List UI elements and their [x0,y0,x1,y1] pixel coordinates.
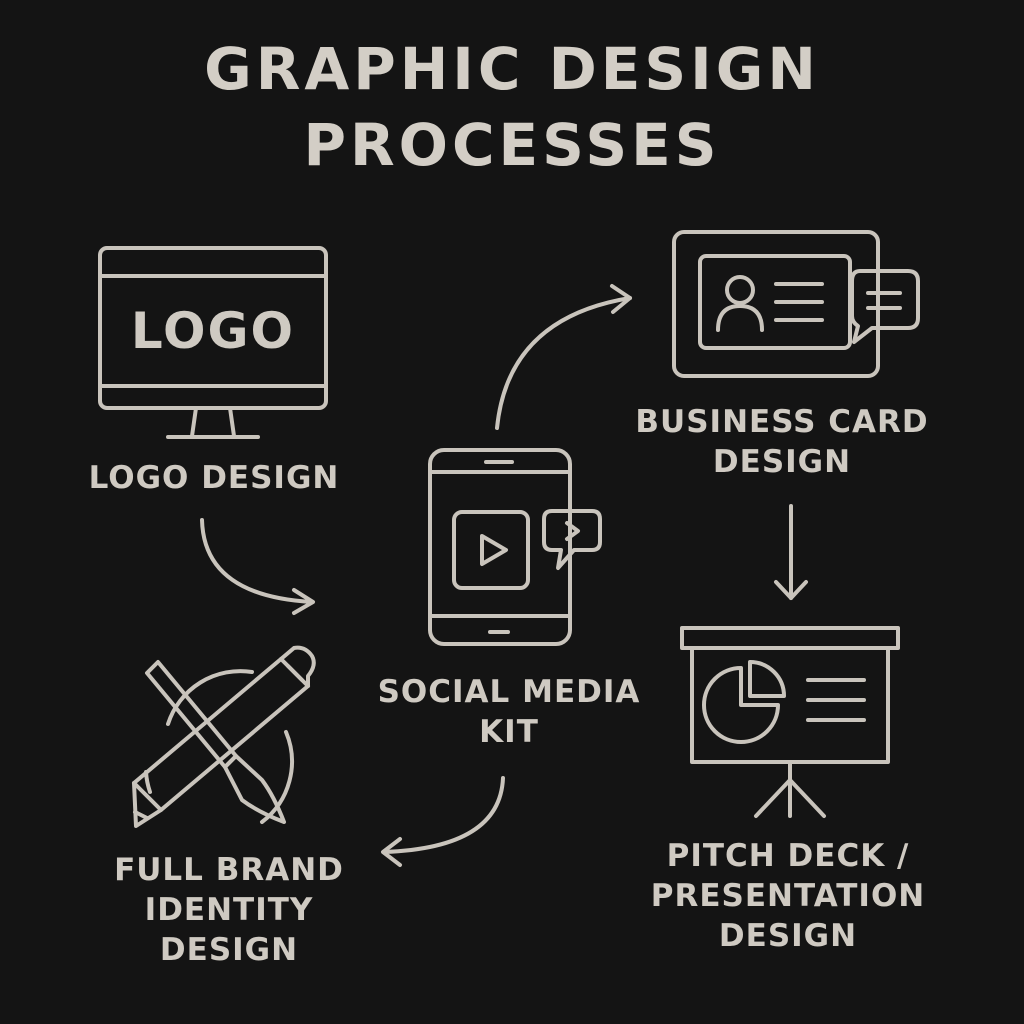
step-label-logo-design: LOGO DESIGN [88,460,340,496]
monitor-logo-text: LOGO [131,302,295,360]
step-label-business-card-design: BUSINESS CARD DESIGN [635,404,929,480]
step-label-social-media-kit: SOCIAL MEDIA KIT [377,674,641,750]
monitor-icon: LOGO [98,246,328,439]
arrow-logo-to-brand [200,518,315,615]
presentation-board-icon [680,626,900,818]
page-title-line-1: GRAPHIC DESIGN [204,35,820,103]
pencil-brush-icon [132,645,316,828]
arrow-social-to-business-card [495,284,632,430]
arrow-business-card-to-pitch-deck [774,504,808,600]
page-title-line-2: PROCESSES [303,111,721,179]
step-label-pitch-deck: PITCH DECK / PRESENTATION DESIGN [650,838,926,954]
arrow-social-to-brand [381,776,505,867]
business-card-icon [672,230,920,378]
smartphone-icon [428,448,602,646]
step-label-full-brand-identity: FULL BRAND IDENTITY DESIGN [114,852,344,968]
